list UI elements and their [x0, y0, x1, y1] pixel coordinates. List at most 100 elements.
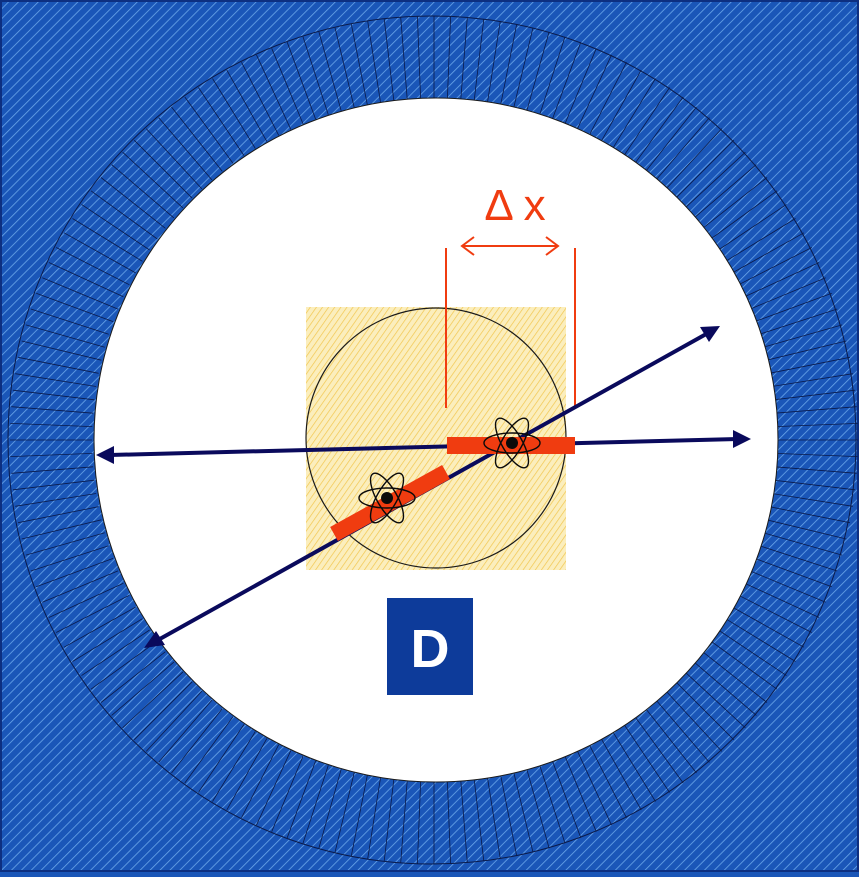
ring-segment — [769, 506, 850, 524]
ring-segment — [184, 96, 234, 164]
ring-segment — [184, 716, 234, 784]
ring-segment — [754, 292, 832, 322]
ring-segment — [12, 389, 95, 401]
ring-segment — [447, 781, 451, 864]
ring-segment — [302, 765, 329, 844]
ring-segment — [56, 594, 130, 633]
ring-segment — [500, 775, 518, 856]
ring-segment — [25, 532, 105, 556]
ring-segment — [773, 479, 856, 491]
ring-segment — [718, 204, 787, 251]
ring-segment — [552, 42, 582, 120]
ring-segment — [526, 31, 550, 111]
ring-segment — [634, 96, 684, 164]
ring-segment — [588, 62, 627, 136]
ring-segment — [241, 62, 280, 136]
ring-segment — [171, 708, 223, 774]
ring-segment — [198, 724, 245, 793]
ring-segment — [513, 772, 534, 853]
ring-segment — [286, 760, 316, 838]
ring-segment — [286, 42, 316, 120]
ring-segment — [655, 117, 710, 181]
ring-segment — [334, 27, 355, 108]
ring-segment — [133, 139, 193, 199]
ring-segment — [145, 128, 203, 190]
ring-segment — [400, 17, 408, 100]
ring-segment — [725, 618, 796, 662]
ring-segment — [36, 558, 114, 588]
ring-segment — [81, 629, 150, 676]
ring-segment — [634, 716, 684, 784]
ring-segment — [21, 519, 102, 540]
ring-segment — [18, 506, 99, 524]
ring-segment — [158, 699, 213, 763]
ring-segment — [10, 423, 93, 427]
ring-segment — [10, 453, 93, 457]
ring-segment — [732, 232, 805, 274]
ring-segment — [12, 479, 95, 491]
ring-segment — [473, 18, 485, 101]
ring-segment — [744, 582, 820, 618]
ring-segment — [256, 54, 292, 130]
ring-segment — [693, 164, 757, 219]
diagonal-track-upper-arrowhead — [700, 326, 720, 342]
ring-segment — [576, 54, 612, 130]
ring-segment — [693, 661, 757, 716]
ring-segment — [100, 651, 166, 703]
ring-segment — [171, 106, 223, 172]
ring-segment — [81, 204, 150, 251]
ring-segment — [400, 780, 408, 863]
atom-icon — [358, 472, 416, 524]
ring-segment — [552, 760, 582, 838]
ring-segment — [417, 16, 421, 99]
ring-segment — [539, 36, 566, 115]
ring-segment — [645, 106, 697, 172]
ring-segment — [367, 21, 381, 103]
ring-segment — [25, 324, 105, 348]
ring-segment — [588, 744, 627, 818]
ring-segment — [447, 16, 451, 99]
diagonal-track-lower-arrowhead — [144, 631, 165, 648]
ring-segment — [600, 69, 642, 142]
ring-segment — [383, 18, 395, 101]
ring-segment — [487, 777, 501, 859]
ring-segment — [675, 681, 735, 741]
ring-segment — [350, 24, 368, 105]
ring-segment — [15, 373, 97, 387]
ring-segment — [675, 139, 735, 199]
ring-segment — [564, 48, 597, 125]
ring-segment — [122, 671, 184, 729]
horizontal-track — [109, 437, 739, 457]
ring-segment — [759, 308, 838, 335]
ring-segment — [334, 772, 355, 853]
ring-segment — [763, 324, 843, 348]
ring-segment — [72, 618, 143, 662]
ring-segment — [763, 532, 843, 556]
ring-segments — [10, 16, 858, 864]
ring-segment — [302, 36, 329, 115]
ring-segment — [645, 708, 697, 774]
delta-x-label: Δ x — [484, 181, 545, 230]
ring-segment — [684, 671, 746, 729]
ring-segment — [111, 661, 175, 716]
ring-segment — [226, 69, 268, 142]
ring-segment — [256, 750, 292, 826]
ring-segment — [725, 218, 796, 262]
ring-segment — [90, 640, 158, 690]
ring-segment — [56, 247, 130, 286]
ring-segment — [30, 545, 109, 572]
ring-segment — [612, 731, 656, 802]
ring-segment — [90, 190, 158, 240]
ring-segment — [460, 17, 468, 100]
ring-segment — [600, 738, 642, 811]
ring-segment — [718, 629, 787, 676]
ring-segment — [158, 117, 213, 181]
ring-segment — [738, 247, 812, 286]
ring-segment — [564, 755, 597, 832]
ring-segment — [212, 78, 256, 149]
ring-segment — [21, 340, 102, 361]
center-label: D — [411, 619, 450, 679]
ring-segment — [769, 356, 850, 374]
